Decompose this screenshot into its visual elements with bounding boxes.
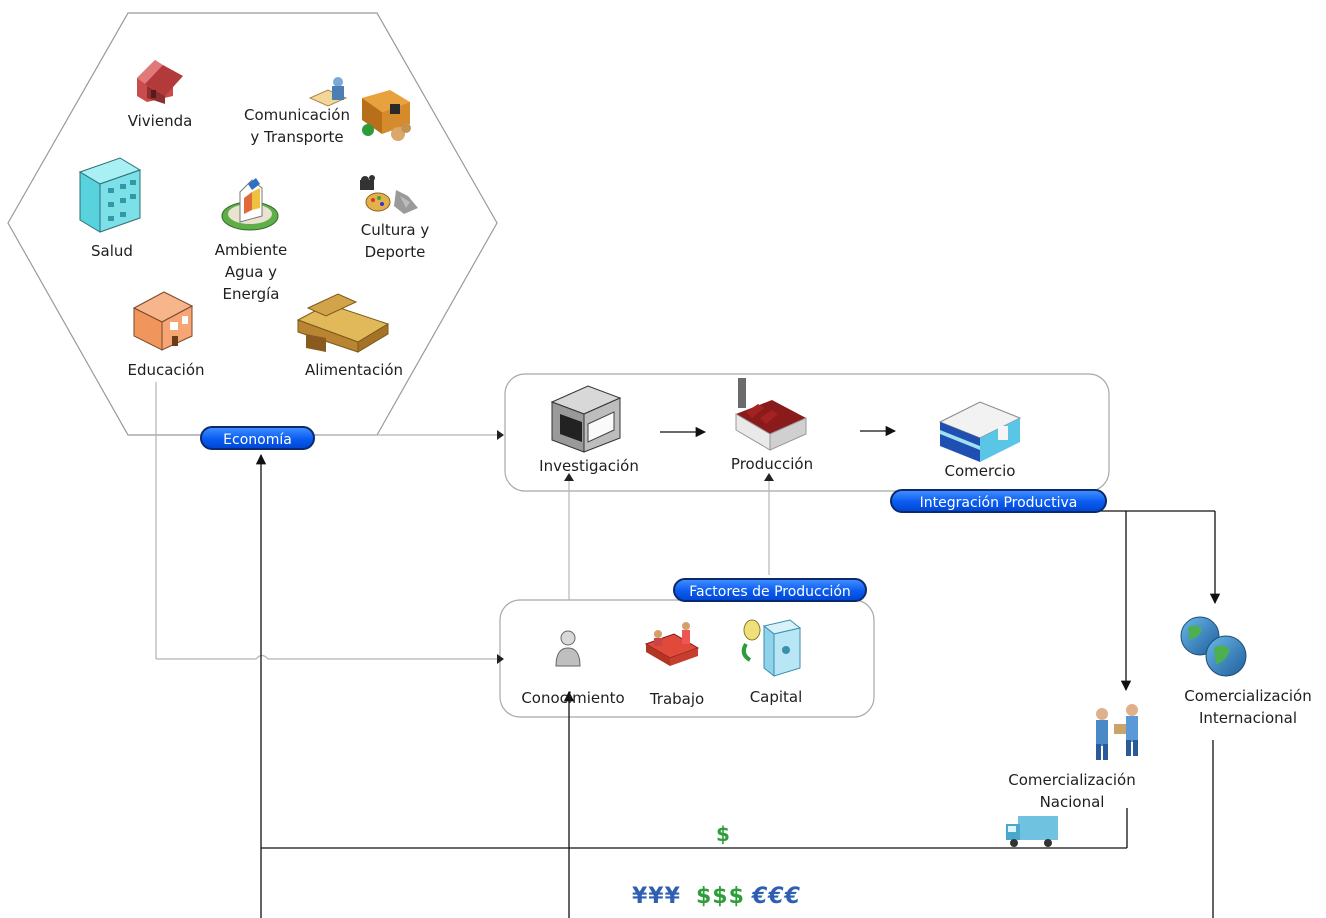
label-comunicacion: Comunicación y Transporte (244, 106, 350, 146)
teamwork-icon (644, 622, 700, 666)
black-connectors (255, 425, 1221, 918)
label-investigacion: Investigación (539, 457, 639, 475)
label-comercializacion-nacional: Comercialización Nacional (1008, 771, 1136, 811)
arrowhead-to-investigacion (564, 473, 574, 481)
label-comercio: Comercio (944, 462, 1016, 480)
truck-icon (1006, 816, 1058, 847)
economia-badge: Economía (200, 426, 315, 450)
school-icon (132, 291, 194, 351)
label-alimentacion: Alimentación (304, 361, 404, 379)
landscape-icon (221, 178, 279, 231)
machine-icon (550, 385, 622, 453)
label-educacion: Educación (127, 361, 205, 379)
yen-symbols: ¥¥¥ (632, 884, 681, 909)
process-chain-box (504, 373, 1110, 492)
house-icon (137, 60, 183, 104)
label-cultura: Cultura y Deporte (360, 221, 430, 261)
building-icon (78, 157, 142, 233)
euro-symbols: €€€ (752, 884, 801, 909)
dollar-symbols: $$$ (696, 884, 745, 909)
label-salud: Salud (91, 242, 133, 260)
label-capital: Capital (749, 688, 803, 706)
arrowhead-to-chain (497, 430, 504, 440)
factores-produccion-badge: Factores de Producción (673, 578, 867, 602)
dollar-symbol: $ (716, 822, 731, 846)
arts-icon (360, 175, 418, 214)
label-conocimiento: Conocimiento (521, 689, 625, 707)
label-comercializacion-internacional: Comercialización Internacional (1184, 687, 1312, 727)
label-vivienda: Vivienda (127, 112, 193, 130)
courier-icon (308, 77, 411, 141)
integracion-productiva-badge: Integración Productiva (890, 489, 1107, 513)
safe-icon (741, 619, 802, 678)
gray-connectors (155, 382, 770, 660)
food-icon (296, 293, 390, 353)
label-produccion: Producción (730, 455, 814, 473)
label-ambiente: Ambiente Agua y Energía (214, 241, 288, 303)
globe-icon (1180, 616, 1247, 677)
label-trabajo: Trabajo (649, 690, 705, 708)
store-icon (938, 401, 1022, 462)
arrowhead-to-produccion (764, 473, 774, 481)
arrowhead-to-factors (497, 654, 504, 664)
factory-icon (735, 378, 807, 451)
business-people-icon (1096, 704, 1138, 760)
person-icon (555, 630, 581, 667)
